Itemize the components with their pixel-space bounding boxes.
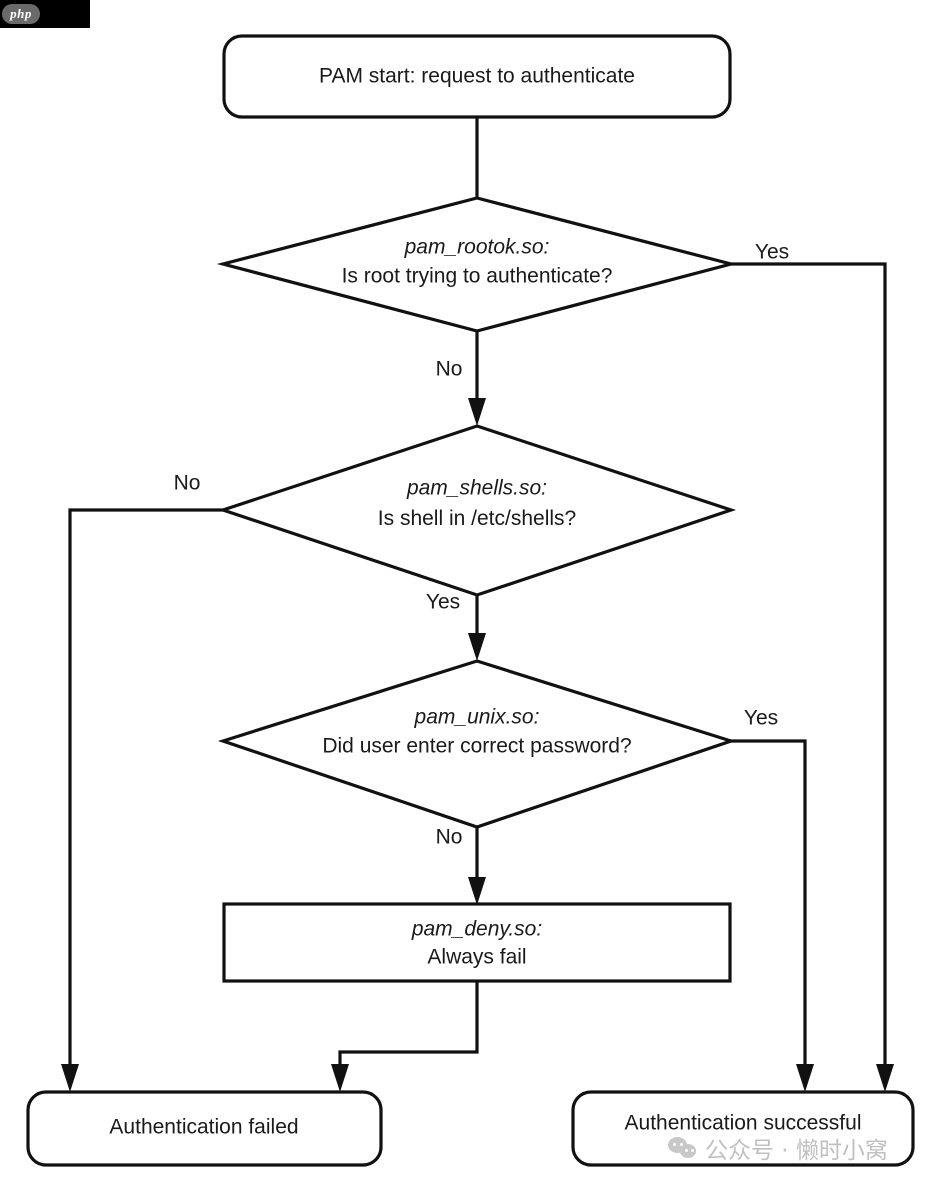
edge-unix-no-to-deny xyxy=(468,825,486,905)
edge-label-shells-yes: Yes xyxy=(426,591,460,614)
node-pam-deny-module: pam_deny.so: xyxy=(411,918,542,941)
node-authentication-failed-label: Authentication failed xyxy=(109,1116,298,1139)
edge-label-shells-no: No xyxy=(174,472,201,495)
php-logo: php xyxy=(2,4,40,24)
node-authentication-failed[interactable]: Authentication failed xyxy=(26,1090,383,1167)
edge-label-unix-yes: Yes xyxy=(744,707,778,730)
edge-unix-yes-to-success xyxy=(729,739,814,1092)
node-pam-unix-module: pam_unix.so: xyxy=(414,706,540,729)
edge-rootok-no-to-shells xyxy=(468,329,486,426)
node-pam-deny-process[interactable]: pam_deny.so: Always fail xyxy=(222,902,732,983)
php-logo-badge: php xyxy=(0,0,90,28)
node-pam-unix-decision[interactable]: pam_unix.so: Did user enter correct pass… xyxy=(217,659,737,829)
node-pam-shells-question: Is shell in /etc/shells? xyxy=(378,507,576,530)
shells-question-path: /etc/shells xyxy=(471,507,564,530)
edge-label-rootok-no: No xyxy=(436,358,463,381)
node-pam-unix-question: Did user enter correct password? xyxy=(322,735,631,758)
node-pam-start-label: PAM start: request to authenticate xyxy=(319,65,635,88)
node-pam-rootok-module: pam_rootok.so: xyxy=(404,236,550,259)
edge-shells-yes-to-unix xyxy=(468,593,486,661)
node-pam-shells-module: pam_shells.so: xyxy=(406,477,547,500)
node-authentication-successful[interactable]: Authentication successful xyxy=(571,1090,915,1167)
node-pam-deny-action: Always fail xyxy=(427,946,526,969)
shells-question-prefix: Is shell in xyxy=(378,507,471,530)
edge-deny-to-failed xyxy=(331,979,479,1092)
edge-rootok-yes-to-success xyxy=(729,262,894,1092)
edge-label-unix-no: No xyxy=(436,826,463,849)
edge-shells-no-to-failed xyxy=(61,508,225,1092)
node-pam-rootok-question: Is root trying to authenticate? xyxy=(342,265,613,288)
node-authentication-successful-label: Authentication successful xyxy=(625,1112,862,1135)
node-pam-rootok-decision[interactable]: pam_rootok.so: Is root trying to authent… xyxy=(216,196,738,333)
node-pam-shells-decision[interactable]: pam_shells.so: Is shell in /etc/shells? xyxy=(217,424,737,597)
node-pam-start[interactable]: PAM start: request to authenticate xyxy=(222,34,732,119)
edge-label-rootok-yes: Yes xyxy=(755,241,789,264)
shells-question-suffix: ? xyxy=(565,507,577,530)
